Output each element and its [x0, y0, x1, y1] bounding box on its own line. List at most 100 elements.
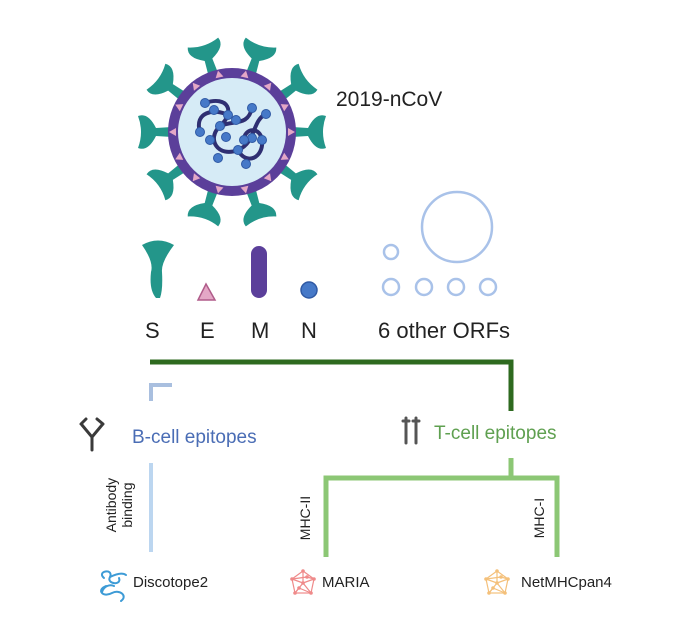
t-cell-epitopes-label: T-cell epitopes	[434, 423, 557, 444]
network-edge	[298, 587, 312, 594]
spike-icon	[243, 187, 277, 227]
b-cell-bracket	[149, 383, 172, 401]
network-node	[495, 581, 499, 585]
network-node	[301, 581, 305, 585]
protein-n-label: N	[301, 318, 317, 343]
tree-lines	[149, 359, 560, 557]
spike-icon	[187, 187, 221, 227]
b-cell-epitopes-label: B-cell epitopes	[132, 427, 257, 448]
network-node	[487, 591, 491, 595]
network-edge	[302, 578, 315, 584]
protein-e-label: E	[200, 318, 215, 343]
network-edge	[496, 578, 509, 584]
nucleocapsid-bead	[200, 98, 210, 108]
protein-e-icon	[196, 282, 217, 301]
spike-icon	[277, 63, 318, 101]
envelope-triangle	[280, 104, 289, 112]
antibody-binding-line-2: binding	[119, 482, 135, 528]
spike-icon	[187, 37, 221, 77]
virus-interior	[178, 78, 286, 186]
network-node	[293, 591, 297, 595]
nucleocapsid-bead	[247, 103, 257, 113]
network-edge	[291, 570, 304, 580]
t-cell-receptor-icon	[401, 416, 421, 445]
protein-m-label: M	[251, 318, 270, 343]
network-node	[499, 575, 503, 579]
envelope-triangle	[215, 70, 224, 79]
spike-icon	[292, 115, 326, 149]
discotope-icon	[100, 570, 127, 602]
nucleocapsid-bead	[231, 115, 241, 125]
network-node	[305, 575, 309, 579]
nucleocapsid-bead	[257, 135, 267, 145]
network-edge	[302, 570, 315, 580]
nucleocapsid-bead	[209, 105, 219, 115]
virus-envelope-proteins	[169, 70, 295, 194]
nucleocapsid-bead	[261, 109, 271, 119]
network-edge	[504, 578, 509, 594]
network-node	[312, 577, 316, 581]
network-edge	[485, 570, 498, 580]
envelope-triangle	[215, 185, 224, 194]
envelope-triangle	[175, 104, 184, 112]
network-node	[484, 577, 488, 581]
network-node	[495, 569, 499, 573]
spike-icon	[243, 37, 277, 77]
network-edge	[485, 578, 498, 584]
nucleocapsid-bead	[233, 145, 243, 155]
network-node	[503, 591, 507, 595]
network-node	[491, 586, 495, 590]
envelope-triangle	[240, 70, 249, 79]
antibody-icon	[79, 417, 105, 452]
nucleocapsid-bead	[213, 153, 223, 163]
nucleocapsid-bead	[221, 132, 231, 142]
nucleocapsid-bead	[239, 135, 249, 145]
network-edge	[302, 582, 312, 594]
network-node	[309, 591, 313, 595]
network-edge	[291, 578, 304, 584]
network-node	[290, 577, 294, 581]
netmhcpan4-label: NetMHCpan4	[521, 574, 612, 591]
network-edge	[310, 578, 315, 594]
spike-icon	[277, 163, 318, 201]
nucleocapsid-bead	[195, 127, 205, 137]
antibody-binding-line-1: Antibody	[102, 477, 119, 533]
envelope-triangle	[288, 128, 295, 136]
spike-icon	[146, 63, 187, 101]
virus-spikes	[138, 37, 326, 227]
network-edge	[492, 587, 506, 594]
envelope-triangle	[263, 82, 272, 91]
nucleocapsid-beads	[195, 98, 271, 169]
envelope-triangle	[280, 152, 289, 160]
nucleocapsid-bead	[223, 110, 233, 120]
other-orfs-icon	[381, 190, 498, 297]
maria-label: MARIA	[322, 574, 370, 591]
network-node	[297, 586, 301, 590]
network-edge	[485, 578, 490, 594]
mhc-ii-label: MHC-II	[296, 495, 313, 541]
envelope-triangle	[169, 128, 176, 136]
antibody-binding-label: Antibody binding	[103, 465, 135, 545]
envelope-triangle	[192, 173, 201, 182]
protein-s-label: S	[145, 318, 160, 343]
protein-s-icon	[142, 240, 174, 298]
envelope-triangle	[175, 152, 184, 160]
discotope2-label: Discotope2	[133, 574, 209, 591]
other-orfs-label: 6 other ORFs	[378, 318, 511, 343]
maria-network-icon	[290, 569, 316, 595]
nucleocapsid-bead	[205, 135, 215, 145]
network-edge	[485, 576, 502, 580]
network-edge	[496, 582, 506, 594]
virus-illustration	[138, 37, 326, 227]
network-node	[506, 577, 510, 581]
main-branch-line	[150, 359, 514, 411]
network-node	[301, 569, 305, 573]
protein-n-icon	[300, 281, 318, 299]
protein-m-icon	[251, 246, 267, 298]
network-edge	[291, 578, 296, 594]
envelope-triangle	[263, 173, 272, 182]
network-edge	[291, 576, 308, 580]
netmhcpan4-network-icon	[484, 569, 510, 595]
